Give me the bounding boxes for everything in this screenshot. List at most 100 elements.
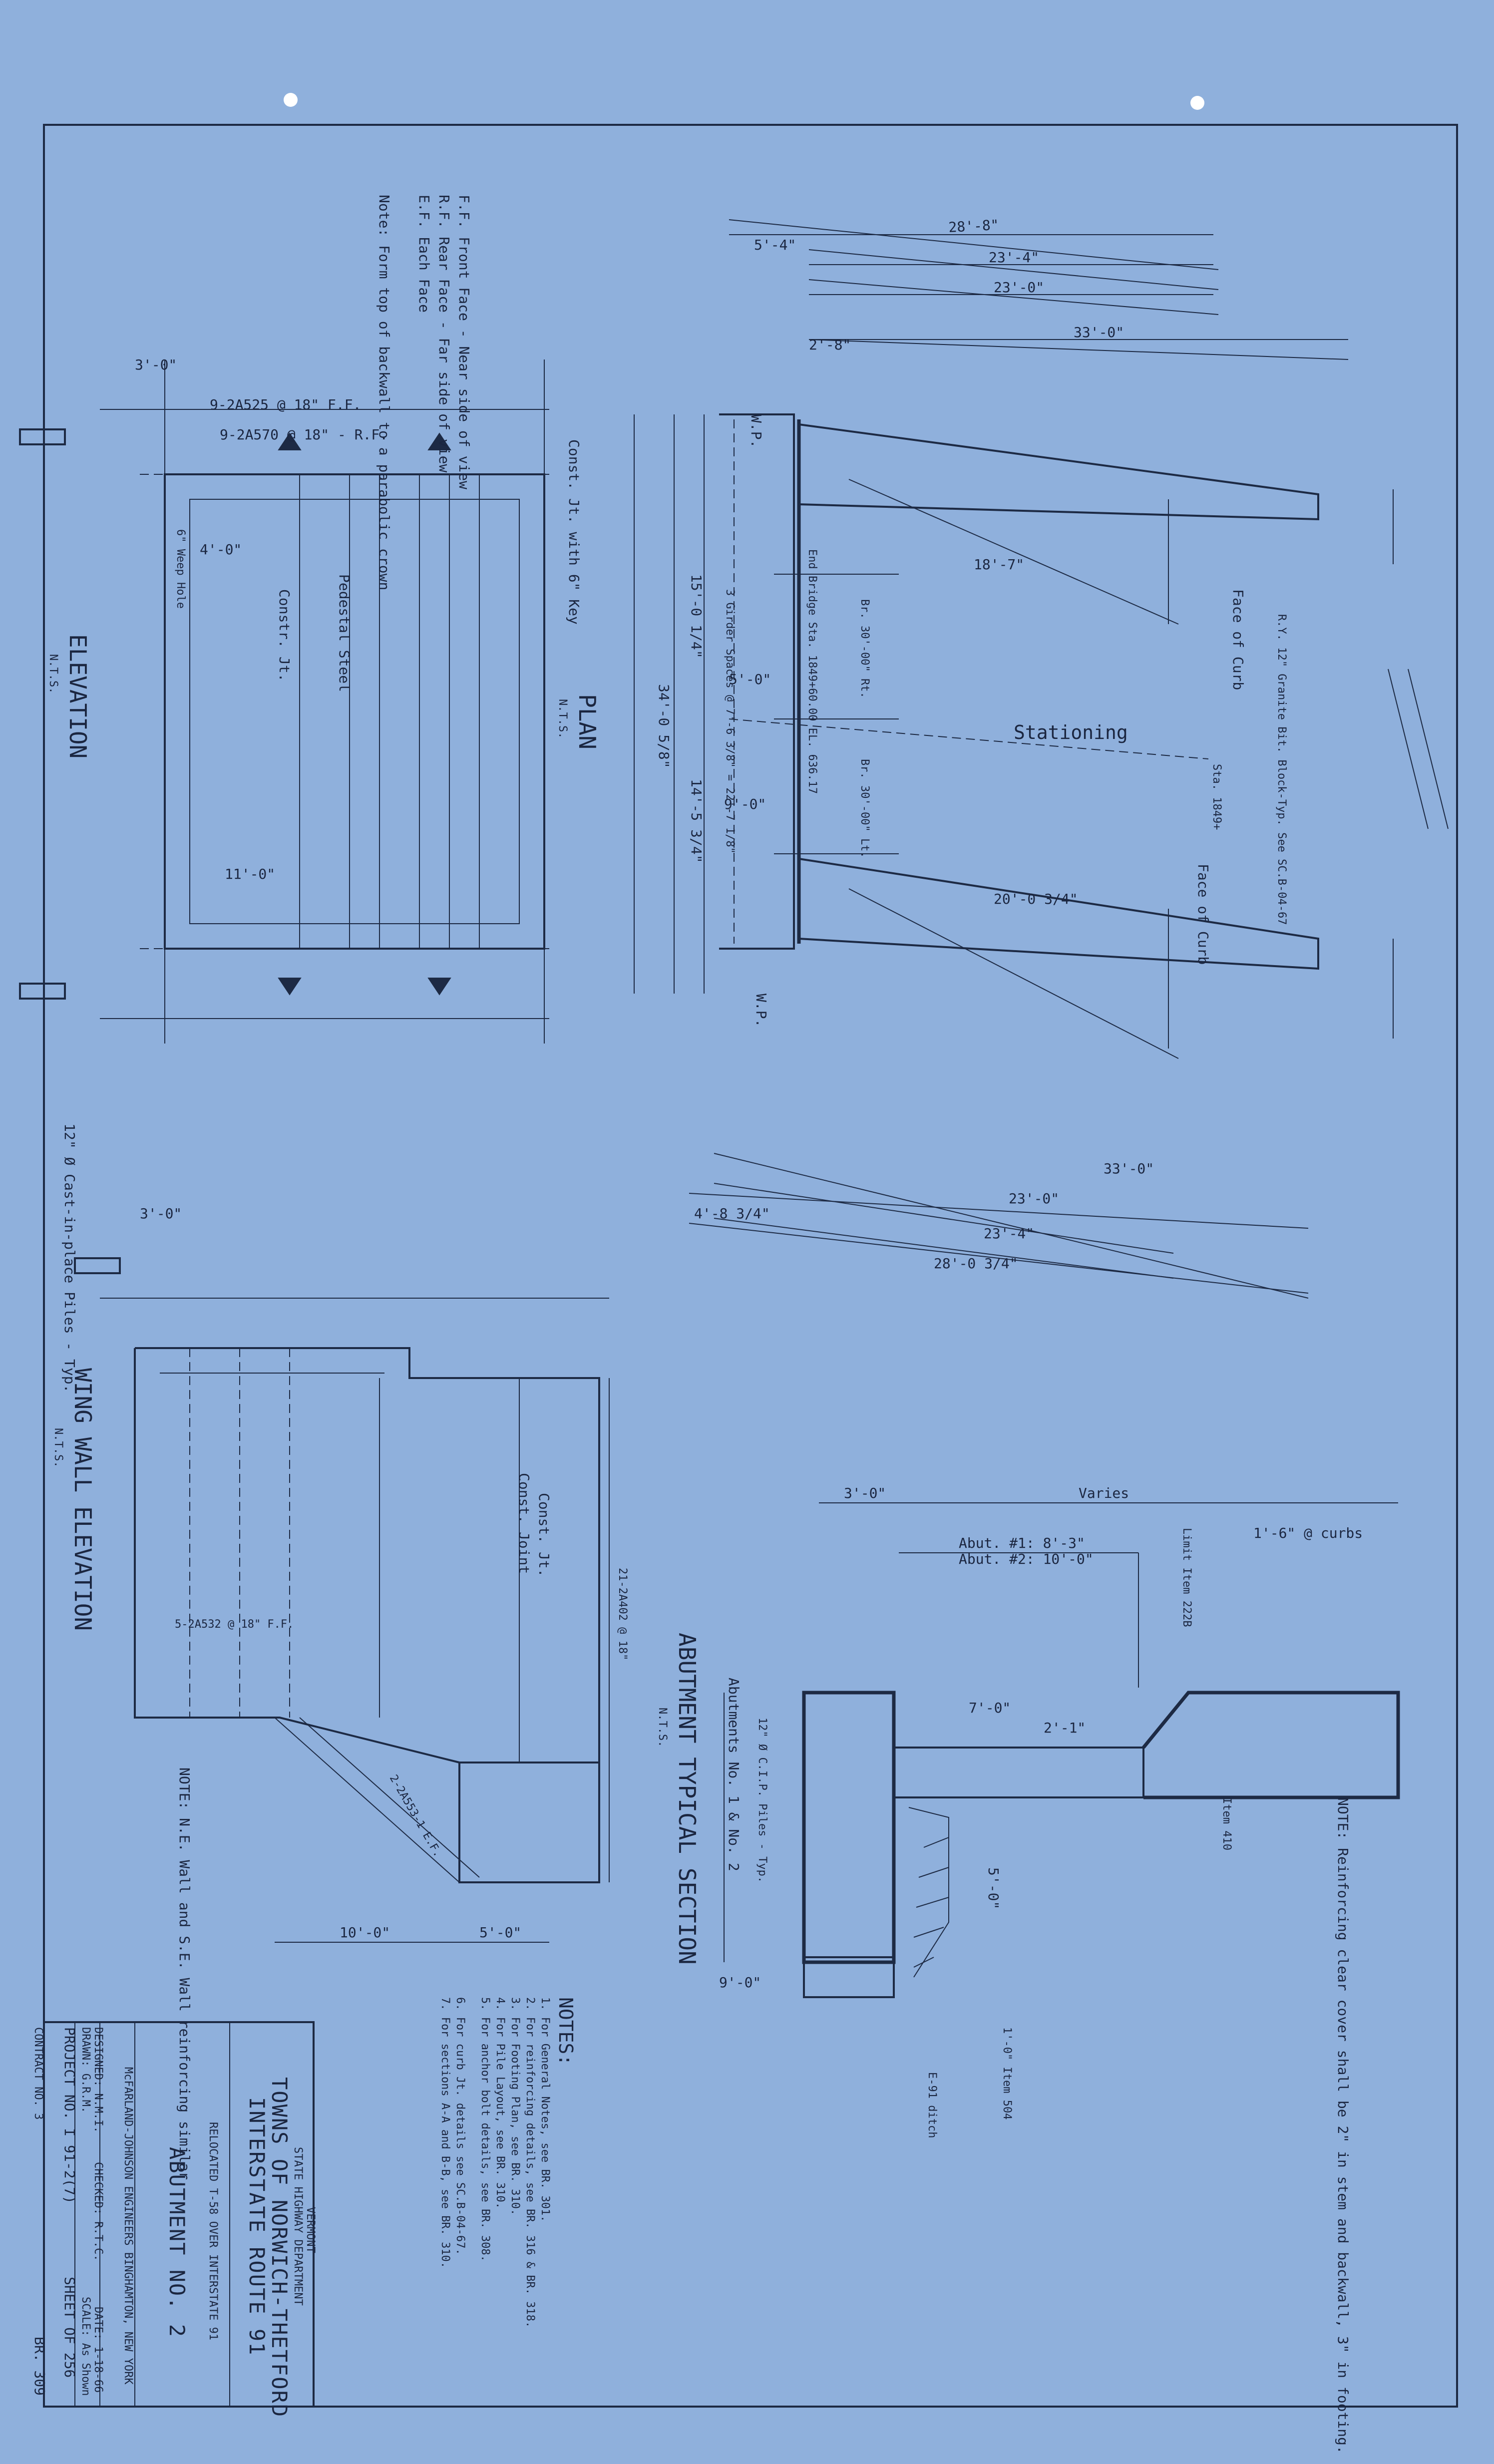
elevation-label-11-0: 11'-0": [225, 866, 275, 882]
plan-dim-15-0: 15'-0 1/4": [688, 574, 705, 659]
wingwall-view: WING WALL ELEVATION N.T.S. 3'-0" 10'-0" …: [52, 1205, 629, 2188]
section-dim-9-0: 9'-0": [719, 1974, 761, 1991]
elevation-label-bars-ff: 9-2A525 @ 18" F.F.: [210, 396, 361, 413]
wingwall-label-bars-5: 5-2A532 @ 18" F.F.: [175, 1618, 294, 1631]
plan-label-9-0: 9'-0": [724, 796, 766, 812]
elevation-title: ELEVATION: [64, 634, 91, 758]
wingwall-label-bars-2: 2-2A553-1 E.F.: [387, 1773, 444, 1859]
section-dim-5-0: 5'-0": [985, 1867, 1002, 1909]
notes-heading: NOTES:: [555, 1997, 577, 2066]
elevation-view: ELEVATION N.T.S. F.F. Front Face - Near …: [19, 195, 582, 1393]
plan-dim-33-0: 33'-0": [1074, 324, 1124, 341]
section-label-item-504: 1'-0" Item 504: [1001, 2027, 1013, 2119]
section-dim-curbs: 1'-6" @ curbs: [1253, 1525, 1363, 1541]
plan-dim-33-0b: 33'-0": [1104, 1160, 1154, 1177]
plan-dim-28-8: 28'-8": [948, 217, 1000, 236]
elevation-note-rf: R.F. Rear Face - Far side of view: [436, 195, 452, 472]
tb-checked: CHECKED: R.T.C.: [92, 2162, 104, 2261]
section-note: NOTE: Reinforcing clear cover shall be 2…: [1335, 1797, 1351, 2454]
plan-scale: N.T.S.: [556, 699, 569, 738]
plan-label-girder-spaces: 3 Girder Spaces @ 7'-6 3/8" = 22'-7 1/8": [724, 589, 736, 854]
plan-dim-23-4: 23'-4": [989, 249, 1039, 266]
tb-drawn: DRAWN: G.R.M.: [79, 2027, 92, 2113]
tb-engineers: McFARLAND-JOHNSON ENGINEERS BINGHAMTON, …: [122, 2067, 134, 2385]
tb-sheet: SHEET OF 256: [61, 2277, 78, 2378]
title-block: VERMONT STATE HIGHWAY DEPARTMENT TOWNS O…: [31, 2021, 317, 2418]
section-title: ABUTMENT TYPICAL SECTION: [674, 1633, 701, 1965]
tb-drawing-no: BR. 309: [31, 2337, 48, 2396]
elevation-label-3-0: 3'-0": [135, 356, 177, 373]
plan-label-end-bridge: End Bridge Sta. 1849+60.00 EL. 636.17: [806, 549, 818, 794]
plan-dim-18-7: 18'-7": [974, 556, 1024, 573]
plan-label-br-lt: Br. 30'-00" Lt.: [858, 759, 871, 858]
plan-dim-28-0: 28'-0 3/4": [934, 1255, 1018, 1272]
section-view: ABUTMENT TYPICAL SECTION N.T.S. 3'-0" Va…: [656, 1485, 1400, 2454]
section-label-limit: Limit Item 222B: [1180, 1528, 1193, 1627]
plan-label-5-0: 5'-0": [729, 671, 771, 688]
notes-item-2: 2. For reinforcing details, see BR. 316 …: [524, 1997, 536, 2328]
elevation-scale: N.T.S.: [47, 654, 59, 694]
plan-dim-2-8: 2'-8": [809, 337, 851, 353]
tb-designed: DESIGNED: N.M.I.: [92, 2027, 104, 2133]
section-dim-2-1: 2'-1": [1044, 1720, 1086, 1736]
punch-hole: [284, 93, 298, 107]
section-label-ditch: E-91 ditch: [926, 2072, 938, 2138]
sheet-border: [43, 124, 1458, 2408]
notes-item-7: 7. For sections A-A and B-B, see BR. 310…: [439, 1997, 451, 2268]
punch-hole: [1190, 96, 1204, 110]
tb-project: PROJECT NO. I 91-2(7): [61, 2027, 78, 2204]
wingwall-dim-3-0: 3'-0": [140, 1205, 182, 1222]
elevation-label-weep: 6" Weep Hole: [174, 529, 187, 609]
tb-contract: CONTRACT NO. 3: [32, 2027, 44, 2119]
plan-label-face-curb-2: Face of Curb: [1195, 864, 1211, 965]
wingwall-label-bars-21: 21-2A402 @ 18": [616, 1568, 629, 1660]
plan-view: PLAN N.T.S. 28'-8" 23'-4" 23'-0" 33'-0" …: [556, 217, 1449, 1299]
section-label-item-410: Item 410: [1220, 1797, 1233, 1850]
wingwall-label-const-jt: Const. Jt.: [536, 1493, 552, 1577]
elevation-note-ef: E.F. Each Face: [416, 195, 432, 313]
tb-sheet-title: ABUTMENT NO. 2: [165, 2147, 189, 2338]
wingwall-scale: N.T.S.: [52, 1428, 64, 1467]
elevation-label-constr-jt: Constr. Jt.: [276, 589, 293, 682]
plan-dim-23-0: 23'-0": [994, 279, 1044, 296]
plan-label-wp-bottom: W.P.: [753, 994, 769, 1027]
wingwall-label-const-joint: Const. Joint: [516, 1473, 532, 1574]
tb-date: DATE: 1-18-66: [92, 2307, 104, 2393]
section-dim-7-0: 7'-0": [969, 1700, 1011, 1716]
tb-towns: TOWNS OF NORWICH-THETFORD: [267, 2077, 292, 2418]
plan-label-br-rt: Br. 30'-00" Rt.: [858, 599, 871, 699]
wingwall-dim-5-0: 5'-0": [479, 1924, 521, 1941]
elevation-label-key: Const. Jt. with 6" Key: [566, 439, 582, 625]
section-label-abutments: Abutments No. 1 & No. 2: [726, 1678, 742, 1871]
plan-dim-5-4: 5'-4": [754, 237, 796, 253]
notes-item-3: 3. For Footing Plan, see BR. 310.: [509, 1997, 521, 2215]
plan-dim-20-0: 20'-0 3/4": [994, 891, 1078, 907]
plan-label-sta: Sta. 1849+: [1210, 764, 1223, 830]
section-dim-abut2: Abut. #2: 10'-0": [959, 1551, 1094, 1567]
elevation-note-ff: F.F. Front Face - Near side of view: [456, 195, 472, 489]
tb-department: STATE HIGHWAY DEPARTMENT: [292, 2147, 304, 2306]
elevation-label-pedestal: Pedestal Steel: [336, 574, 353, 692]
plan-dim-23-0b: 23'-0": [1009, 1190, 1059, 1207]
wingwall-dim-10-0: 10'-0": [340, 1924, 390, 1941]
plan-label-granite: R.Y. 12" Granite Bit. Block-Typ. See SC.…: [1275, 614, 1288, 925]
plan-label-stationing: Stationing: [1014, 721, 1128, 743]
plan-dim-23-4b: 23'-4": [984, 1225, 1034, 1242]
plan-dim-4-8: 4'-8 3/4": [694, 1205, 770, 1222]
plan-dim-14-5: 14'-5 3/4": [688, 779, 705, 863]
tb-relocated: RELOCATED T-58 OVER INTERSTATE 91: [207, 2122, 219, 2340]
plan-label-face-curb-1: Face of Curb: [1230, 589, 1246, 690]
elevation-label-bars-rf: 9-2A570 @ 18" - R.F.: [220, 426, 388, 443]
plan-label-wp-top: W.P.: [748, 414, 764, 448]
plan-dim-34-0: 34'-0 5/8": [656, 684, 672, 768]
general-notes: NOTES: 1. For General Notes, see BR. 301…: [439, 1997, 577, 2328]
wingwall-note: NOTE: N.E. Wall and S.E. Wall reinforcin…: [176, 1767, 193, 2188]
notes-item-6: 6. For curb Jt. details see SC.B-04-67.: [454, 1997, 466, 2255]
plan-title: PLAN: [574, 694, 601, 749]
notes-item-5: 5. For anchor bolt details, see BR. 308.: [479, 1997, 491, 2262]
section-dim-abut1: Abut. #1: 8'-3": [959, 1535, 1085, 1551]
section-dim-varies: Varies: [1079, 1485, 1129, 1501]
section-scale: N.T.S.: [656, 1708, 669, 1747]
